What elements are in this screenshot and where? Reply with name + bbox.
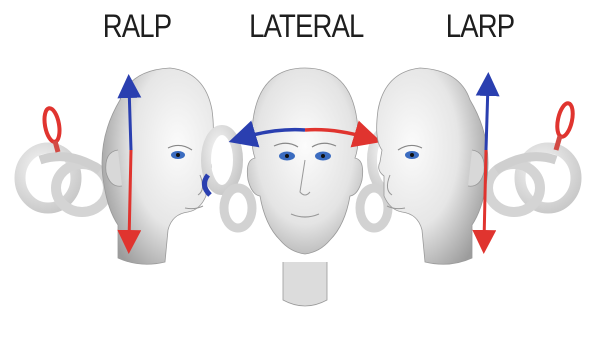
lateral-panel [204,68,407,306]
ralp-panel [20,68,213,264]
larp-blue-arrow [486,84,488,150]
lateral-label: LATERAL [249,8,361,45]
larp-red-arrow [484,150,486,242]
ralp-canal-model [20,107,108,212]
ralp-head [102,68,213,264]
larp-canal-model [488,102,576,212]
ralp-label: RALP [98,8,175,45]
ralp-blue-arrow [129,86,131,150]
lateral-head [247,68,362,306]
larp-label: LARP [446,8,515,45]
larp-head [377,68,488,264]
ralp-red-arrow [129,150,131,242]
larp-panel [377,68,576,264]
lateral-left-canal-model [204,130,252,228]
